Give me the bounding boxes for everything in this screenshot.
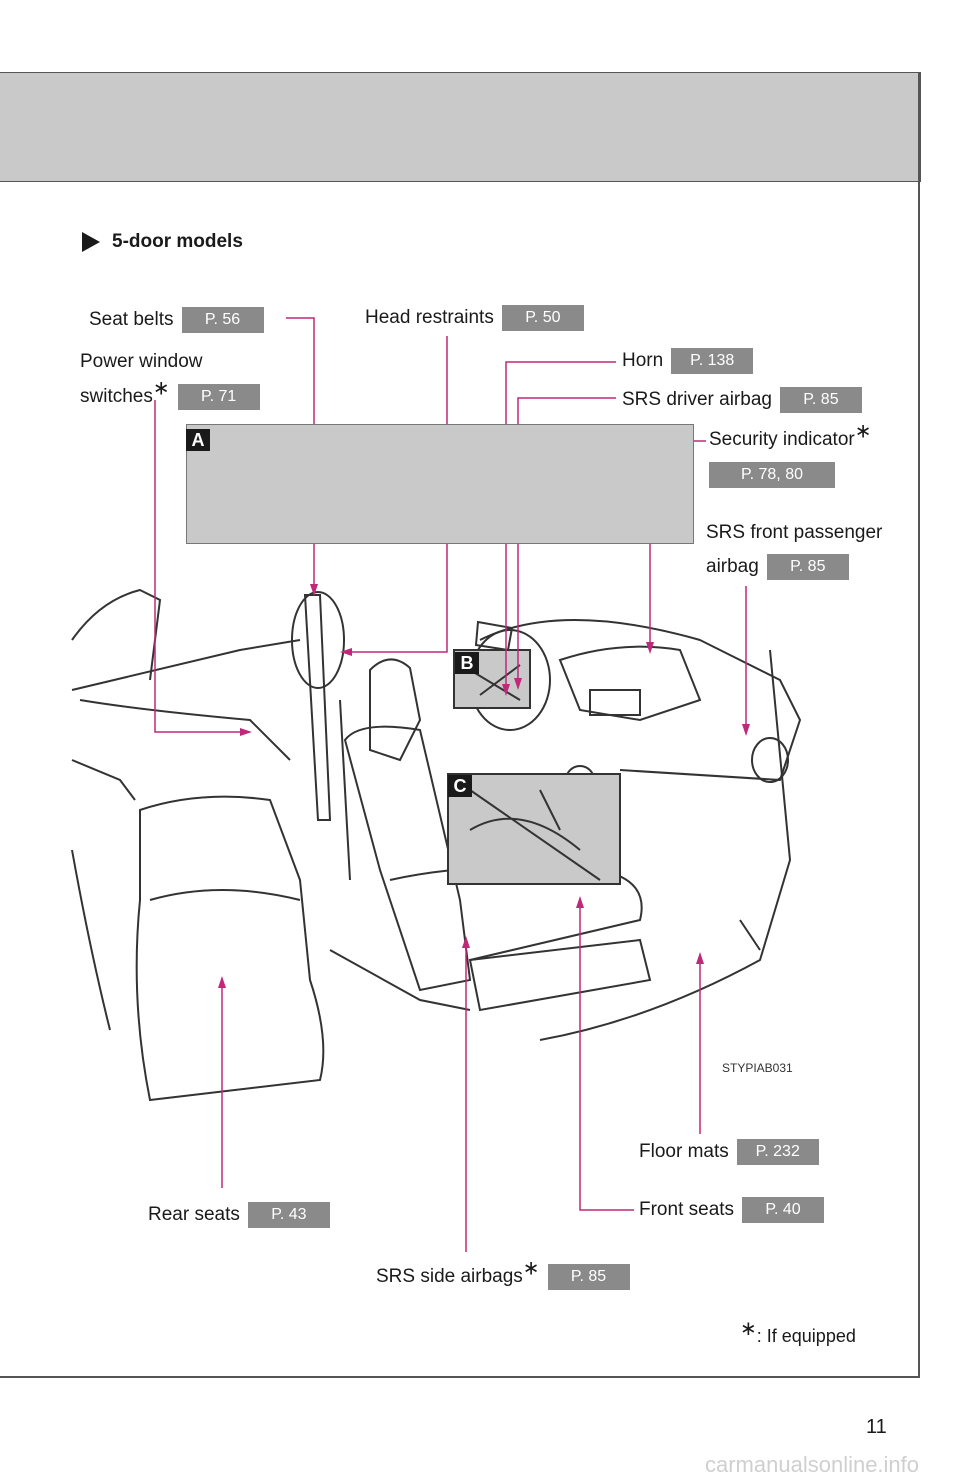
- section-heading: 5-door models: [82, 231, 243, 253]
- page-ref-badge: P. 56: [181, 307, 264, 333]
- panel-label-b: B: [455, 652, 479, 674]
- callout-label: Security indicator∗: [709, 422, 872, 451]
- callout-label-text: Security indicator: [709, 429, 855, 450]
- callout-label: SRS side airbags∗: [376, 1259, 540, 1288]
- callout-label: switches∗: [80, 379, 170, 408]
- callout-label: Front seats: [639, 1199, 735, 1220]
- triangle-bullet-icon: [82, 232, 100, 252]
- callout-label: Seat belts: [89, 309, 174, 330]
- callout-floor-mats: Floor mats P. 232: [639, 1139, 819, 1165]
- watermark: carmanualsonline.info: [705, 1452, 920, 1477]
- page-number: 11: [866, 1416, 887, 1438]
- section-title: 5-door models: [112, 231, 243, 252]
- callout-rear-seats: Rear seats P. 43: [148, 1202, 330, 1228]
- page-ref-badge: P. 85: [547, 1264, 630, 1290]
- callout-security-ref: P. 78, 80: [709, 462, 835, 488]
- asterisk-icon: ∗: [152, 377, 170, 400]
- callout-label: Rear seats: [148, 1204, 240, 1225]
- page-ref-badge: P. 85: [779, 387, 862, 413]
- page-ref-badge: P. 78, 80: [709, 462, 835, 488]
- page-ref-badge: P. 50: [501, 305, 584, 331]
- callout-label: Head restraints: [365, 307, 494, 328]
- callout-label-line2: switches: [80, 386, 153, 407]
- header-band: [0, 72, 921, 182]
- callout-front-seats: Front seats P. 40: [639, 1197, 825, 1223]
- callout-srs-driver-airbag: SRS driver airbag P. 85: [622, 387, 862, 413]
- asterisk-icon: ∗: [522, 1257, 540, 1280]
- panel-label-a: A: [186, 429, 210, 451]
- page-ref-badge: P. 43: [247, 1202, 330, 1228]
- page-ref-badge: P. 40: [742, 1197, 825, 1223]
- callout-seat-belts: Seat belts P. 56: [89, 307, 264, 333]
- callout-label-text: SRS side airbags: [376, 1266, 523, 1287]
- frame-bottom-border: [0, 1376, 920, 1378]
- page-ref-badge: P. 71: [177, 384, 260, 410]
- detail-panel-a: [186, 424, 694, 544]
- callout-label: Horn: [622, 350, 664, 371]
- footnote: ∗: If equipped: [740, 1319, 856, 1347]
- callout-horn: Horn P. 138: [622, 348, 754, 374]
- callout-label: SRS front passenger: [706, 522, 883, 543]
- detail-panel-c: [447, 773, 621, 885]
- panel-label-c: C: [448, 775, 472, 797]
- image-code: STYPIAB031: [722, 1061, 793, 1075]
- asterisk-icon: ∗: [854, 420, 872, 443]
- callout-label: airbag: [706, 556, 759, 577]
- page-ref-badge: P. 138: [671, 348, 754, 374]
- page-ref-badge: P. 232: [736, 1139, 819, 1165]
- callout-label: Power window: [80, 351, 203, 372]
- asterisk-icon: ∗: [740, 1318, 757, 1340]
- callout-label: Floor mats: [639, 1141, 729, 1162]
- callout-srs-front-passenger: airbag P. 85: [706, 554, 849, 580]
- footnote-text: : If equipped: [756, 1326, 856, 1346]
- callout-power-window: switches∗ P. 71: [80, 379, 260, 410]
- callout-srs-side-airbags: SRS side airbags∗ P. 85: [376, 1259, 630, 1290]
- frame-right-border: [918, 72, 920, 1378]
- callout-head-restraints: Head restraints P. 50: [365, 305, 584, 331]
- callout-srs-front-passenger-line1: SRS front passenger: [706, 522, 882, 544]
- callout-power-window-line1: Power window: [80, 351, 203, 373]
- callout-label: SRS driver airbag: [622, 389, 772, 410]
- page-ref-badge: P. 85: [766, 554, 849, 580]
- callout-security-indicator: Security indicator∗: [709, 422, 872, 451]
